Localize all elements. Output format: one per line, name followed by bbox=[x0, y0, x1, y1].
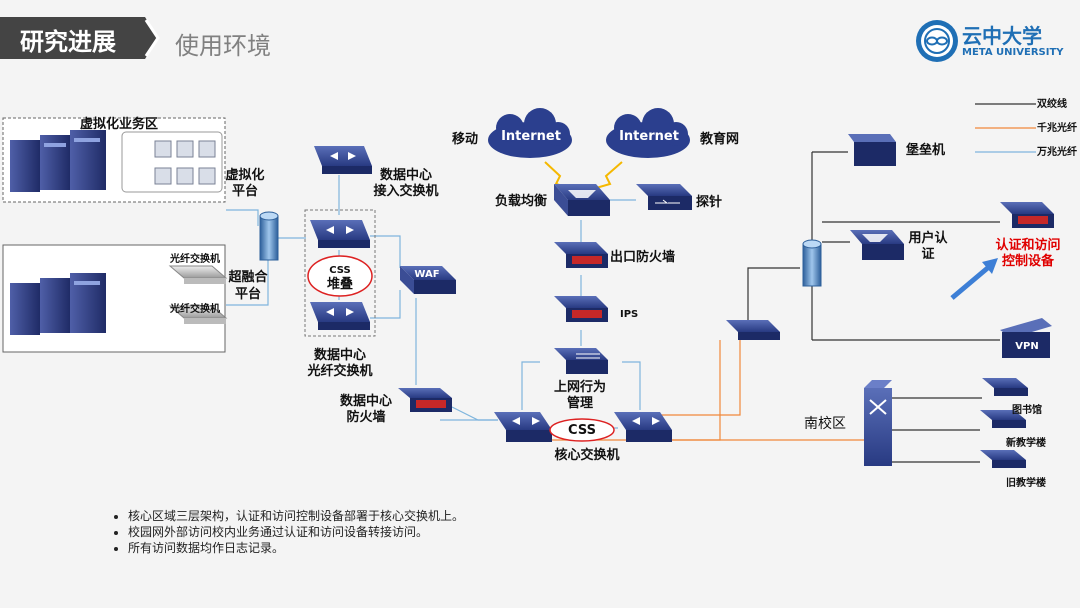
behavior-label-1: 上网行为 bbox=[553, 380, 607, 395]
load-balancer-icon bbox=[554, 184, 610, 216]
old-building-label: 旧教学楼 bbox=[1006, 478, 1046, 489]
firewall-icon bbox=[398, 388, 452, 412]
waf-label: WAF bbox=[414, 269, 440, 280]
edu-net-label: 教育网 bbox=[700, 132, 740, 147]
css-stack-label-2: 堆叠 bbox=[326, 277, 354, 292]
dc-access-label-1: 数据中心 bbox=[379, 168, 433, 183]
auth-device-label-2: 控制设备 bbox=[1001, 254, 1055, 269]
notes-item: 校园网外部访问校内业务通过认证和访问设备转接访问。 bbox=[128, 524, 464, 540]
firewall-icon bbox=[554, 242, 608, 268]
core-switch-icon bbox=[494, 412, 552, 442]
probe-label: 探针 bbox=[696, 195, 723, 210]
legend-label-10g: 万兆光纤 bbox=[1037, 147, 1077, 158]
university-seal-icon bbox=[916, 20, 958, 62]
auth-device-label-1: 认证和访问 bbox=[995, 238, 1061, 253]
core-switch-label: 核心交换机 bbox=[554, 448, 620, 463]
notes-item: 所有访问数据均作日志记录。 bbox=[128, 540, 464, 556]
notes-item: 核心区域三层架构，认证和访问控制设备部署于核心交换机上。 bbox=[128, 508, 464, 524]
library-label: 图书馆 bbox=[1012, 405, 1042, 416]
vpn-icon bbox=[1000, 318, 1052, 358]
auth-control-device-icon bbox=[1000, 202, 1054, 228]
internet-label-2: Internet bbox=[619, 129, 679, 144]
internet-label-1: Internet bbox=[501, 129, 561, 144]
hub-cylinder-icon bbox=[259, 211, 279, 261]
fiber-switch-icon bbox=[168, 265, 228, 324]
fiber-switch-label-2: 光纤交换机 bbox=[170, 304, 220, 315]
hyper-platform-label-2: 平台 bbox=[234, 287, 262, 302]
core-css-label: CSS bbox=[568, 423, 596, 438]
switch-icon bbox=[314, 146, 372, 174]
behavior-label-2: 管理 bbox=[566, 396, 594, 411]
bastion-host-icon bbox=[848, 134, 896, 166]
dc-switch-region bbox=[304, 209, 376, 337]
core-switch-icon bbox=[614, 412, 672, 442]
building-switch-icon bbox=[980, 450, 1026, 468]
header-bar bbox=[0, 17, 158, 59]
legend-label-twisted: 双绞线 bbox=[1037, 99, 1067, 110]
hyper-platform-label-1: 超融合 bbox=[228, 270, 268, 285]
user-auth-label-1: 用户认 bbox=[908, 231, 948, 246]
legend-label-gigabit: 千兆光纤 bbox=[1037, 123, 1077, 134]
south-campus-label: 南校区 bbox=[804, 416, 846, 432]
hub-cylinder-icon bbox=[802, 239, 822, 287]
server-icon bbox=[10, 130, 106, 192]
egress-fw-label: 出口防火墙 bbox=[610, 250, 676, 265]
user-auth-icon bbox=[850, 230, 904, 260]
vpn-label: VPN bbox=[1015, 341, 1039, 352]
ips-icon bbox=[554, 296, 608, 322]
switch-icon bbox=[310, 220, 370, 248]
dc-fiber-label-1: 数据中心 bbox=[313, 348, 367, 363]
css-core-ellipse bbox=[549, 418, 615, 442]
css-stack-label-1: CSS bbox=[329, 265, 351, 276]
virt-zone-label: 虚拟化业务区 bbox=[80, 117, 159, 132]
load-balance-label: 负载均衡 bbox=[495, 194, 548, 209]
behavior-management-icon bbox=[554, 348, 608, 374]
logo-en: META UNIVERSITY bbox=[962, 47, 1064, 58]
internet-cloud-icon bbox=[488, 108, 572, 158]
bastion-label: 堡垒机 bbox=[906, 143, 946, 158]
mobile-label: 移动 bbox=[452, 132, 479, 147]
dc-firewall-label-2: 防火墙 bbox=[346, 410, 386, 425]
page-subtitle: 使用环境 bbox=[175, 32, 271, 60]
waf-icon bbox=[400, 266, 456, 294]
building-switch-icon bbox=[980, 410, 1026, 428]
css-stack-ellipse bbox=[307, 255, 373, 297]
access-switch-icon bbox=[726, 320, 780, 340]
server-icon bbox=[10, 273, 106, 335]
dc-firewall-label-1: 数据中心 bbox=[339, 394, 393, 409]
probe-icon bbox=[636, 184, 692, 210]
switch-icon bbox=[310, 302, 370, 330]
ips-label: IPS bbox=[620, 309, 639, 320]
dc-fiber-label-2: 光纤交换机 bbox=[307, 364, 373, 379]
page-title: 研究进展 bbox=[20, 28, 116, 56]
virtual-machine-icon bbox=[154, 140, 216, 185]
building-switch-icon bbox=[982, 378, 1028, 396]
logo-name: 云中大学 bbox=[962, 24, 1042, 48]
user-auth-label-2: 证 bbox=[921, 247, 935, 262]
virt-platform-label-2: 平台 bbox=[231, 184, 259, 199]
arrow-icon bbox=[950, 258, 998, 300]
fiber-switch-label-1: 光纤交换机 bbox=[170, 254, 220, 265]
dc-access-label-2: 接入交换机 bbox=[373, 184, 439, 199]
virt-platform-label-1: 虚拟化 bbox=[225, 168, 265, 183]
notes-list: 核心区域三层架构，认证和访问控制设备部署于核心交换机上。 校园网外部访问校内业务… bbox=[112, 508, 464, 556]
internet-cloud-icon bbox=[606, 108, 690, 158]
fiber-hub-icon bbox=[864, 380, 892, 466]
new-building-label: 新教学楼 bbox=[1006, 438, 1046, 449]
